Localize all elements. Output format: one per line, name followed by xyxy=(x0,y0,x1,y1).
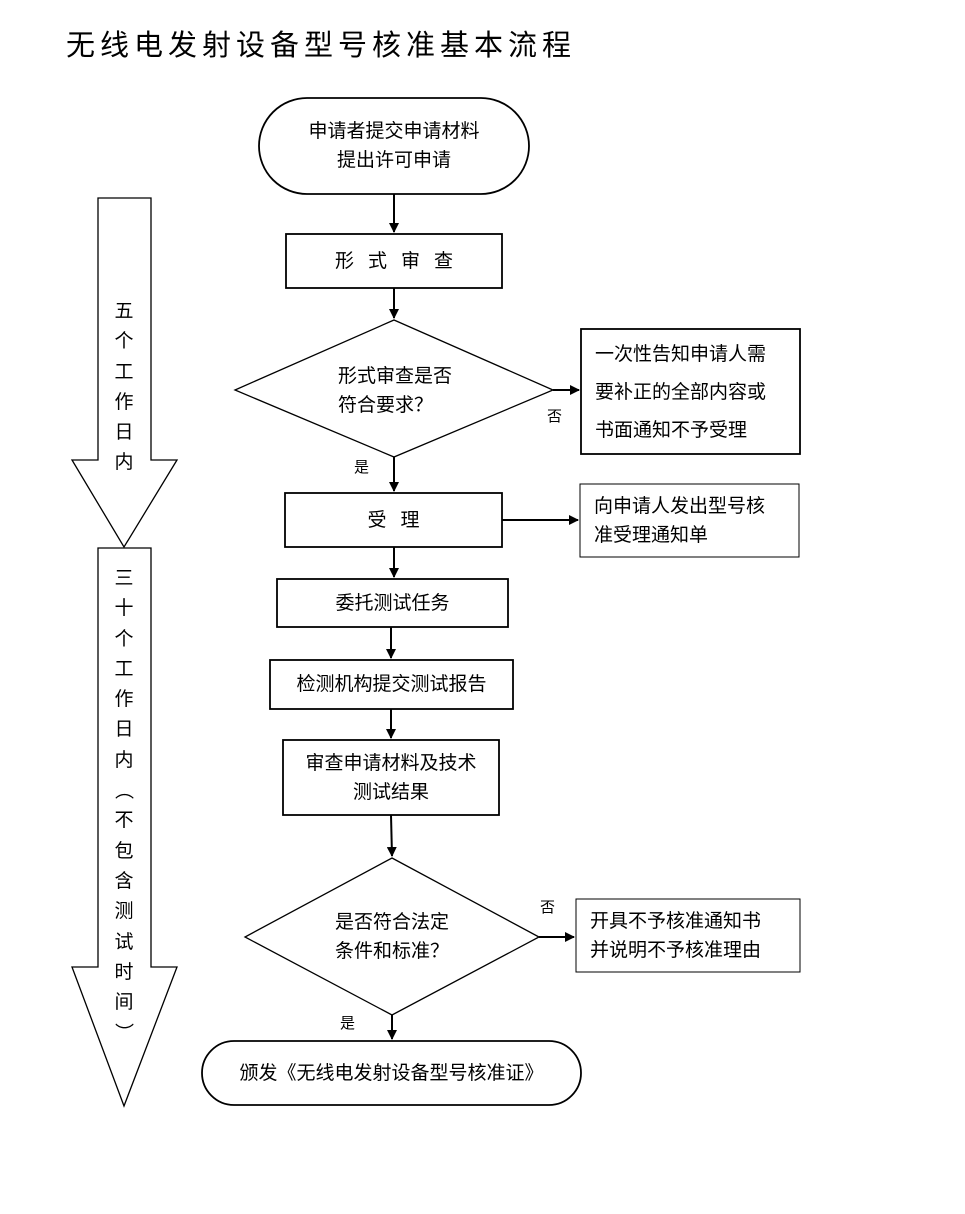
thirty-day-arrow xyxy=(71,547,178,1108)
side-label-char: 工 xyxy=(114,657,134,680)
decision2-line-1: 是否符合法定 xyxy=(334,911,449,933)
side-label-char: 时 xyxy=(114,960,134,983)
review-line-1: 审查申请材料及技术 xyxy=(305,751,477,774)
formal-review-shape xyxy=(285,233,503,289)
side-label-char: 内 xyxy=(114,748,134,771)
reject2-shape xyxy=(575,898,801,973)
report-node: 检测机构提交测试报告 xyxy=(296,673,487,695)
side-label-char: 不 xyxy=(114,809,134,832)
thirty-day-label: 三十个工作日内 （ 不包含测试时间 ） xyxy=(112,563,136,1048)
accept-notice-shape xyxy=(579,483,800,558)
reject1-line-1: 一次性告知申请人需 xyxy=(595,342,767,365)
decision1-node: 形式审查是否符合要求？ xyxy=(300,360,490,422)
side-label-char: 个 xyxy=(114,330,134,353)
five-day-arrow xyxy=(70,197,179,549)
side-label-char: 作 xyxy=(114,390,134,413)
side-label-char: 内 xyxy=(114,451,134,474)
accept-notice-line-2: 准受理通知单 xyxy=(594,523,709,546)
accept-node: 受理 xyxy=(367,508,434,531)
side-label-char: 五 xyxy=(114,300,134,322)
start-line-1: 申请者提交申请材料 xyxy=(308,120,480,142)
side-label-char: 含 xyxy=(114,869,134,892)
formal-review-node: 形式审查 xyxy=(334,249,467,272)
start-node: 申请者提交申请材料提出许可申请 xyxy=(259,98,529,194)
decision1-line-2: 符合要求？ xyxy=(337,394,433,416)
edge-label-yes-2: 是 xyxy=(340,1014,356,1032)
reject2-line-1: 开具不予核准通知书 xyxy=(590,909,762,932)
reject1-node: 一次性告知申请人需要补正的全部内容或书面通知不予受理 xyxy=(581,329,800,454)
reject1-shape xyxy=(580,328,801,455)
reject1-line-3: 书面通知不予受理 xyxy=(595,418,748,441)
side-label-char: 日 xyxy=(114,718,134,741)
side-label-char: 测 xyxy=(114,900,134,923)
entrust-node: 委托测试任务 xyxy=(335,591,450,614)
decision1-line-1: 形式审查是否 xyxy=(337,365,452,387)
side-label-char: 工 xyxy=(114,360,134,383)
five-day-label: 五个工作日内 xyxy=(112,296,136,478)
side-label-char: ） xyxy=(113,1023,136,1043)
edge-label-no-1: 否 xyxy=(547,407,563,425)
side-label-char: 间 xyxy=(114,991,134,1014)
reject1-line-2: 要补正的全部内容或 xyxy=(595,380,767,403)
review-line-2: 测试结果 xyxy=(352,780,429,803)
review-node: 审查申请材料及技术测试结果 xyxy=(283,740,499,815)
entrust-shape xyxy=(276,578,509,628)
side-label-char: （ xyxy=(113,780,136,800)
end-shape xyxy=(201,1040,582,1106)
reject2-line-2: 并说明不予核准理由 xyxy=(590,938,762,961)
reject2-node: 开具不予核准通知书并说明不予核准理由 xyxy=(576,899,800,972)
report-shape xyxy=(269,659,514,710)
decision2-line-2: 条件和标准？ xyxy=(334,940,449,962)
side-label-char: 个 xyxy=(114,627,134,650)
end-node: 颁发《无线电发射设备型号核准证》 xyxy=(239,1061,544,1084)
edge-label-no-2: 否 xyxy=(540,898,556,916)
side-label-char: 三 xyxy=(114,567,134,589)
side-label-char: 试 xyxy=(114,930,134,953)
accept-notice-line-1: 向申请人发出型号核 xyxy=(594,494,766,517)
page-title: 无线电发射设备型号核准基本流程 xyxy=(66,28,577,62)
review-shape xyxy=(282,739,500,816)
side-label-char: 作 xyxy=(114,688,134,711)
accept-notice-node: 向申请人发出型号核准受理通知单 xyxy=(580,484,799,557)
side-label-char: 日 xyxy=(114,421,134,444)
edge-label-yes-1: 是 xyxy=(354,458,370,476)
start-line-2: 提出许可申请 xyxy=(336,149,451,171)
decision2-node: 是否符合法定条件和标准？ xyxy=(300,906,484,968)
edge-review-to-decision2 xyxy=(386,814,397,857)
side-label-char: 包 xyxy=(114,839,134,862)
side-label-char: 十 xyxy=(114,597,134,620)
